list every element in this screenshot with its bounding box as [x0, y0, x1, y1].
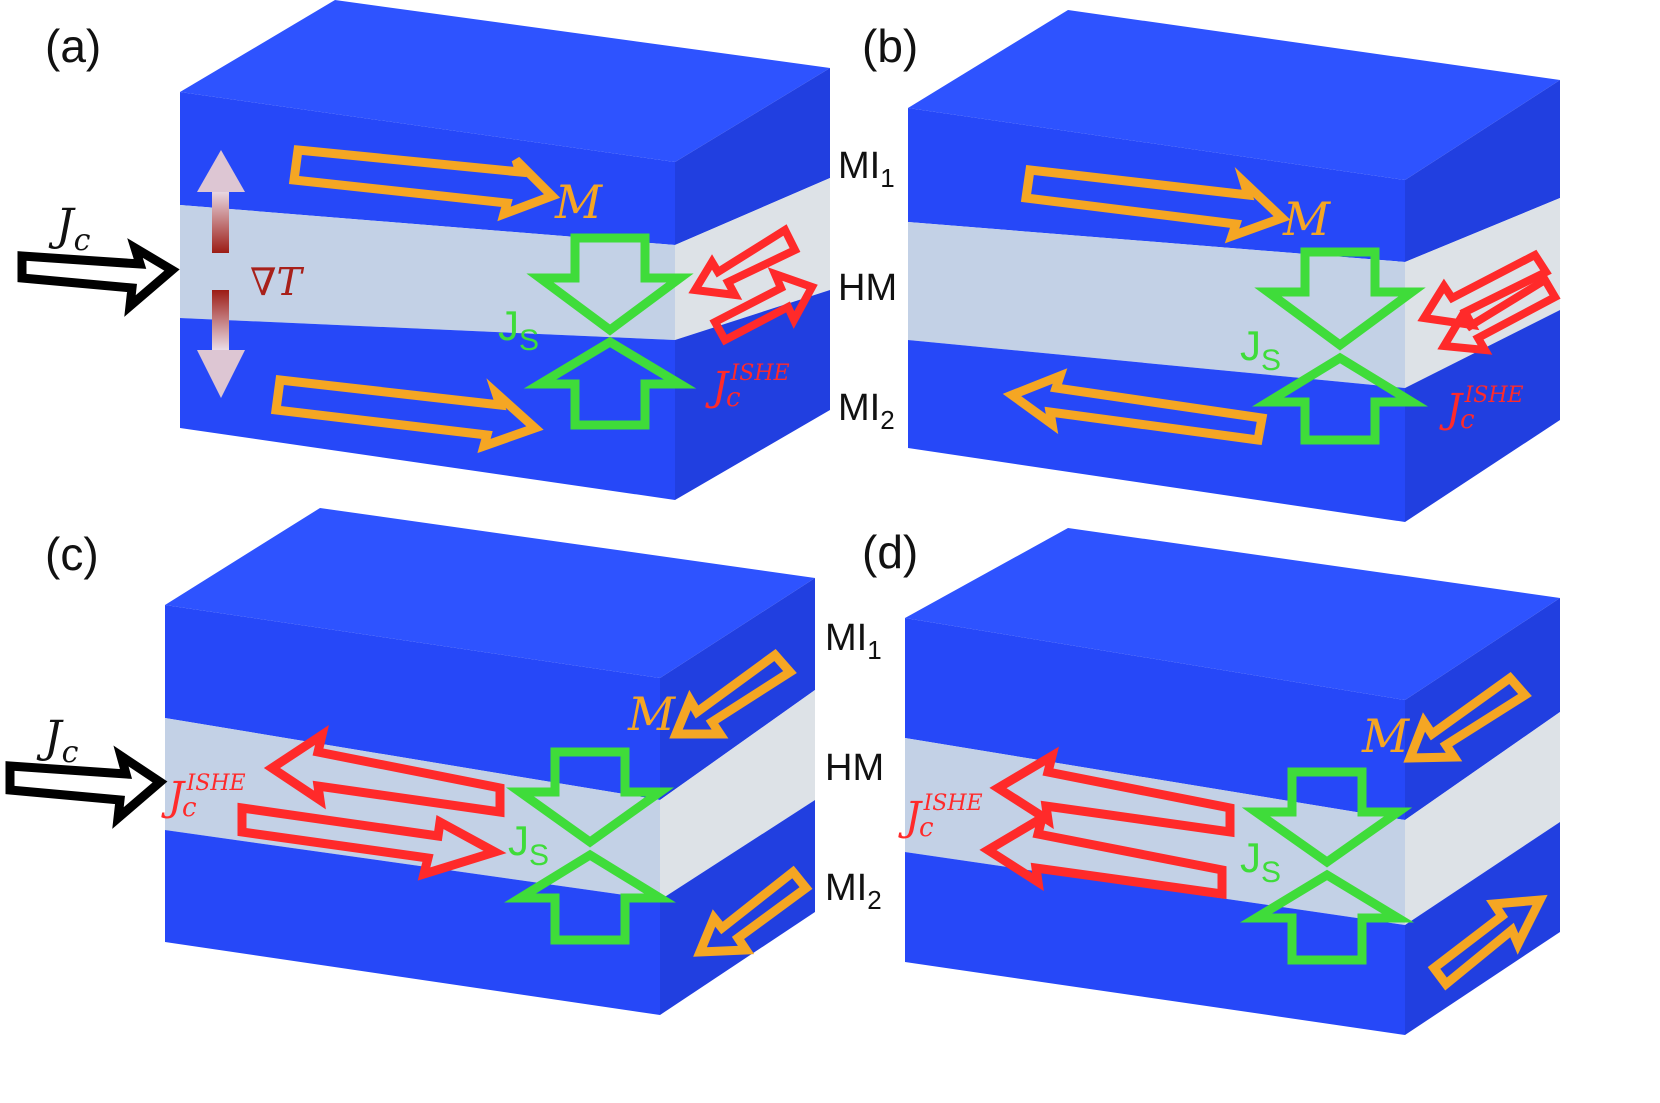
panel-c: (c) JcISHE JS M Jc MI1 HM MI2: [5, 508, 884, 1015]
gradient-up-arrow-icon: [197, 150, 245, 192]
spin-current-down-arrow-icon: [1241, 767, 1413, 868]
magnetization-arrow-icon: [669, 648, 797, 739]
layer-label-mi1: MI1: [838, 145, 895, 193]
ishe-arrow-icon: [263, 725, 505, 818]
panel-a: (a) M JS JcISHE ∇T Jc MI1: [17, 0, 897, 500]
spin-current-label: JS: [1240, 834, 1281, 889]
magnetization-arrow-icon: [1020, 165, 1291, 244]
magnetization-arrow-icon: [288, 145, 561, 222]
ishe-arrow-icon: [989, 746, 1235, 838]
panel-d-label: (d): [862, 526, 918, 578]
gradient-down-arrow-icon: [197, 350, 245, 398]
spin-current-up-arrow-icon: [1239, 869, 1415, 965]
spin-current-up-arrow-icon: [504, 849, 676, 945]
magnetization-arrow-icon: [1427, 894, 1548, 991]
temperature-gradient-label: ∇T: [250, 260, 305, 304]
layer-label-mi1: MI1: [825, 617, 882, 665]
layer-label-hm: HM: [825, 747, 884, 789]
spin-current-label: JS: [508, 817, 549, 872]
magnetization-arrow-icon: [1002, 368, 1268, 446]
panel-c-label: (c): [45, 528, 99, 580]
magnetization-arrow-icon: [1403, 671, 1532, 763]
ishe-arrow-icon: [979, 808, 1227, 900]
ishe-arrow-icon: [1437, 274, 1561, 355]
ishe-arrow-icon: [1417, 249, 1552, 331]
stack-b: [908, 10, 1560, 522]
charge-current-label: Jc: [48, 200, 91, 258]
ishe-arrow-icon: [709, 267, 818, 346]
magnetization-label: M: [1361, 709, 1411, 763]
stack-a: [180, 0, 830, 500]
layer-label-mi2: MI2: [825, 867, 882, 915]
magnetization-arrow-icon: [270, 375, 544, 454]
panel-b: (b) M JS JcISHE: [862, 10, 1561, 522]
panel-d: (d) JcISHE JS M: [862, 526, 1560, 1035]
spin-current-down-arrow-icon: [1254, 247, 1426, 351]
ishe-arrow-icon: [237, 802, 507, 881]
spin-current-up-arrow-icon: [1252, 352, 1428, 445]
ishe-arrow-icon: [688, 224, 801, 300]
panel-a-label: (a): [45, 20, 101, 72]
charge-current-label: Jc: [36, 712, 79, 770]
charge-current-arrow-icon: [17, 238, 180, 317]
ishe-current-label: JcISHE: [898, 791, 983, 843]
magnetization-label: M: [627, 687, 677, 741]
spin-current-down-arrow-icon: [526, 233, 694, 336]
spin-current-label: JS: [498, 302, 539, 357]
charge-current-arrow-icon: [5, 745, 168, 829]
stack-c: [165, 508, 815, 1015]
ishe-current-label: JcISHE: [705, 361, 790, 413]
spin-current-down-arrow-icon: [505, 747, 675, 848]
magnetization-label: M: [1282, 192, 1332, 246]
layer-label-hm: HM: [838, 267, 897, 309]
spin-current-label: JS: [1240, 322, 1281, 377]
layer-label-mi2: MI2: [838, 387, 895, 435]
magnetization-arrow-icon: [693, 865, 813, 957]
panel-b-label: (b): [862, 20, 918, 72]
magnetization-label: M: [554, 175, 604, 229]
spin-current-up-arrow-icon: [523, 336, 697, 430]
